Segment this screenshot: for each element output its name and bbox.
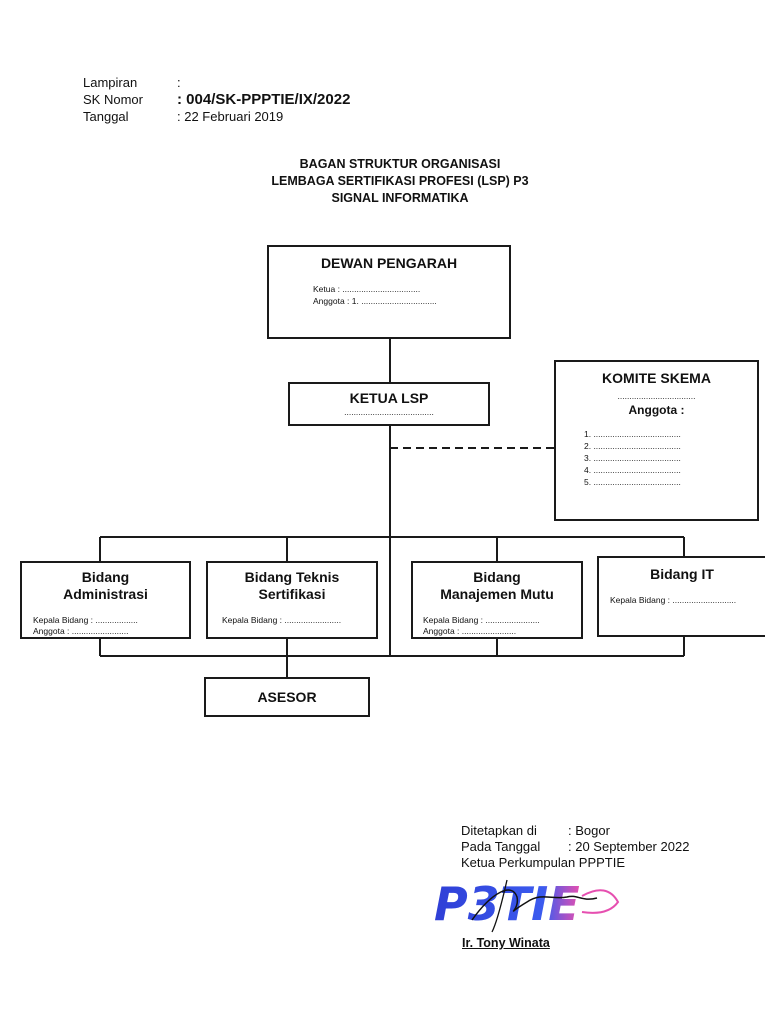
document-title: BAGAN STRUKTUR ORGANISASI LEMBAGA SERTIF… [0, 156, 768, 207]
sk-number: : 004/SK-PPPTIE/IX/2022 [177, 91, 351, 108]
asesor-box: ASESOR [204, 677, 370, 717]
ketua-lsp-dots: ...................................... [344, 407, 434, 417]
komite-member: 2. ..................................... [584, 441, 681, 451]
handwritten-signature [471, 889, 598, 921]
pada-tanggal-value: : 20 September 2022 [568, 839, 690, 854]
bidang-title-line: Sertifikasi [258, 586, 326, 602]
tanggal-label: Tanggal [83, 109, 129, 124]
signature-block: Ditetapkan di : Bogor Pada Tanggal : 20 … [461, 823, 689, 871]
title-line-1: BAGAN STRUKTUR ORGANISASI [299, 157, 501, 171]
pada-tanggal-label: Pada Tanggal [461, 839, 541, 854]
tanggal-row: Tanggal : 22 Februari 2019 [83, 108, 350, 125]
bidang-anggota: Anggota : ........................ [33, 626, 129, 636]
komite-skema-box: KOMITE SKEMA ...........................… [554, 360, 759, 521]
bidang-teknis-sertifikasi-box: Bidang Teknis Sertifikasi Kepala Bidang … [206, 561, 378, 639]
komite-member: 3. ..................................... [584, 453, 681, 463]
bidang-title-line: Bidang Teknis [244, 569, 340, 585]
pada-tanggal-row: Pada Tanggal : 20 September 2022 [461, 839, 689, 855]
komite-member: 1. ..................................... [584, 429, 681, 439]
bidang-title-line: Bidang [81, 569, 130, 585]
bidang-title-line: Administrasi [63, 586, 148, 602]
sk-row: SK Nomor : 004/SK-PPPTIE/IX/2022 [83, 91, 350, 108]
komite-members: 1. .....................................… [584, 428, 681, 488]
title-line-2: LEMBAGA SERTIFIKASI PROFESI (LSP) P3 [271, 174, 529, 188]
bidang-kepala: Kepala Bidang : ........................ [222, 615, 342, 625]
sk-label: SK Nomor [83, 92, 143, 107]
tanggal-value: : 22 Februari 2019 [177, 109, 284, 124]
bidang-it-title: Bidang IT [650, 566, 714, 582]
bidang-it-box: Bidang IT Kepala Bidang : ..............… [597, 556, 765, 637]
dewan-pengarah-title: DEWAN PENGARAH [320, 255, 458, 271]
asesor-title: ASESOR [257, 689, 317, 705]
lampiran-row: Lampiran : [83, 74, 350, 91]
ditetapkan-label: Ditetapkan di [461, 823, 537, 838]
title-line-3: SIGNAL INFORMATIKA [331, 191, 469, 205]
ketua-lsp-title: KETUA LSP [349, 390, 429, 406]
document-meta: Lampiran : SK Nomor : 004/SK-PPPTIE/IX/2… [83, 74, 350, 125]
jabatan: Ketua Perkumpulan PPPTIE [461, 855, 626, 870]
lampiran-label: Lampiran [83, 75, 138, 90]
ketua-lsp-box: KETUA LSP ..............................… [288, 382, 490, 426]
ditetapkan-row: Ditetapkan di : Bogor [461, 823, 689, 839]
logo-text: P3TIE [434, 877, 580, 931]
bidang-title-line: Manajemen Mutu [440, 586, 554, 602]
bidang-manajemen-title: Bidang Manajemen Mutu [413, 569, 581, 603]
bidang-teknis-title: Bidang Teknis Sertifikasi [208, 569, 376, 603]
bidang-kepala: Kepala Bidang : ........................… [610, 595, 737, 605]
komite-anggota-label: Anggota : [628, 403, 685, 417]
bidang-title-line: Bidang [473, 569, 521, 585]
bidang-manajemen-mutu-box: Bidang Manajemen Mutu Kepala Bidang : ..… [411, 561, 583, 639]
komite-member: 5. ..................................... [584, 477, 681, 487]
ditetapkan-value: : Bogor [568, 823, 610, 838]
komite-member: 4. ..................................... [584, 465, 681, 475]
bidang-anggota: Anggota : ....................... [423, 626, 517, 636]
komite-dots: ................................. [617, 391, 696, 401]
bidang-kepala: Kepala Bidang : .................. [33, 615, 138, 625]
lampiran-value: : [177, 75, 181, 90]
p3tie-logo-icon: P3TIE [434, 877, 620, 933]
dewan-ketua: Ketua : ................................… [313, 284, 421, 294]
bidang-kepala: Kepala Bidang : ....................... [423, 615, 540, 625]
signer-name: Ir. Tony Winata [462, 936, 550, 950]
bidang-administrasi-title: Bidang Administrasi [22, 569, 189, 603]
bidang-administrasi-box: Bidang Administrasi Kepala Bidang : ....… [20, 561, 191, 639]
komite-skema-title: KOMITE SKEMA [602, 370, 711, 386]
dewan-anggota: Anggota : 1. ...........................… [313, 296, 437, 306]
dewan-pengarah-box: DEWAN PENGARAH Ketua : .................… [267, 245, 511, 339]
